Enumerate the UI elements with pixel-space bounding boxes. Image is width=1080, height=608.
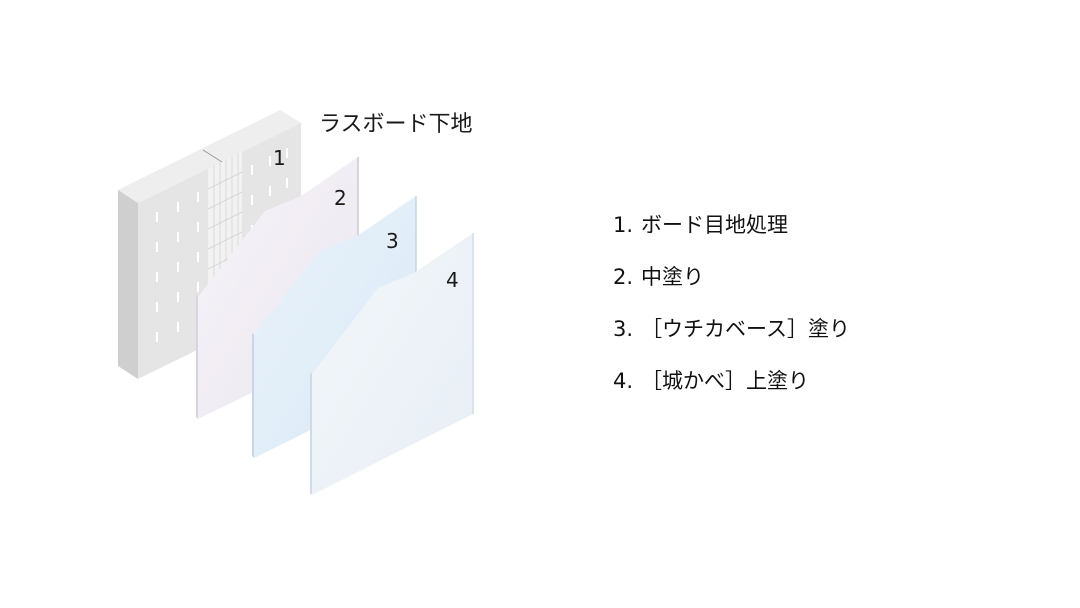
legend-item: 4. ［城かべ］上塗り: [613, 364, 850, 416]
legend-item-text: 中塗り: [641, 265, 705, 289]
finish-coat-layer: [310, 233, 474, 495]
diagram-title: ラスボード下地: [319, 112, 473, 137]
layer-number-2: 2: [334, 186, 347, 210]
board-left-side: [118, 190, 138, 379]
legend-item-text: ［ウチカベース］塗り: [641, 317, 850, 341]
legend-item: 2. 中塗り: [613, 260, 850, 312]
finish-coat-edge: [310, 372, 312, 495]
base-coat-edge: [252, 333, 254, 458]
legend-item-number: 4.: [613, 369, 634, 393]
finish-coat-face: [312, 233, 473, 495]
legend-item-number: 1.: [613, 213, 634, 237]
legend-item-number: 2.: [613, 265, 634, 289]
legend-list: 1. ボード目地処理 2. 中塗り 3. ［ウチカベース］塗り 4. ［城かべ］上塗り: [613, 208, 850, 416]
middle-coat-edge: [196, 295, 198, 419]
board-top-face: [118, 110, 301, 203]
legend-item-number: 3.: [613, 317, 634, 341]
legend-item-text: ［城かべ］上塗り: [641, 369, 810, 393]
layer-number-3: 3: [386, 229, 399, 253]
board-top-seam: [202, 149, 223, 163]
legend-item: 1. ボード目地処理: [613, 208, 850, 260]
layer-number-4: 4: [446, 268, 459, 292]
legend-item-text: ボード目地処理: [641, 213, 789, 237]
layer-number-1: 1: [273, 146, 286, 170]
legend-item: 3. ［ウチカベース］塗り: [613, 312, 850, 364]
